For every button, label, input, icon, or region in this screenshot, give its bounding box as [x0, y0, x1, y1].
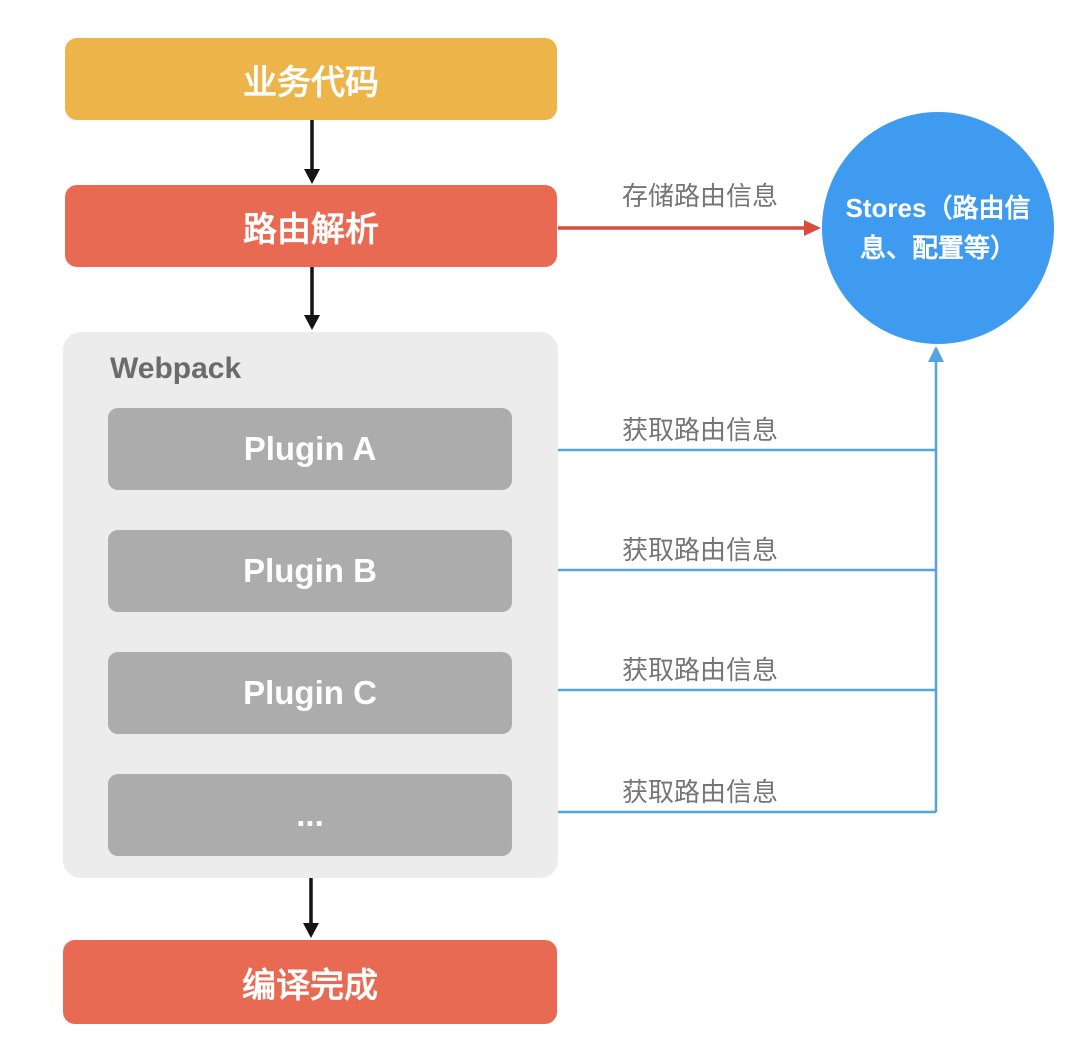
node-plugin-a: Plugin A [108, 408, 512, 490]
arrow-business-to-route-head [304, 169, 320, 184]
edge-label-store-route-info: 存储路由信息 [621, 181, 778, 211]
arrow-webpack-to-compile-head [303, 923, 319, 938]
node-stores-circle: Stores（路由信息、配置等） [822, 112, 1054, 344]
webpack-container: Webpack Plugin A Plugin B Plugin C ... [63, 332, 558, 878]
connector-to-stores-head [928, 346, 944, 362]
node-route-parsing: 路由解析 [65, 185, 557, 267]
webpack-container-title: Webpack [110, 352, 242, 385]
node-plugin-c: Plugin C [108, 652, 512, 734]
edge-label-fetch-route-info-1: 获取路由信息 [621, 415, 778, 445]
edge-label-fetch-route-info-4: 获取路由信息 [621, 777, 778, 807]
arrow-route-to-webpack-head [304, 315, 320, 330]
edge-label-fetch-route-info-2: 获取路由信息 [621, 535, 778, 565]
arrow-route-to-stores-head [804, 220, 821, 236]
node-compile-done: 编译完成 [63, 940, 557, 1024]
node-business-code: 业务代码 [65, 38, 557, 120]
node-plugin-more: ... [108, 774, 512, 856]
node-stores-label: Stores（路由信息、配置等） [845, 193, 1031, 263]
node-plugin-b: Plugin B [108, 530, 512, 612]
edge-label-fetch-route-info-3: 获取路由信息 [621, 655, 778, 685]
